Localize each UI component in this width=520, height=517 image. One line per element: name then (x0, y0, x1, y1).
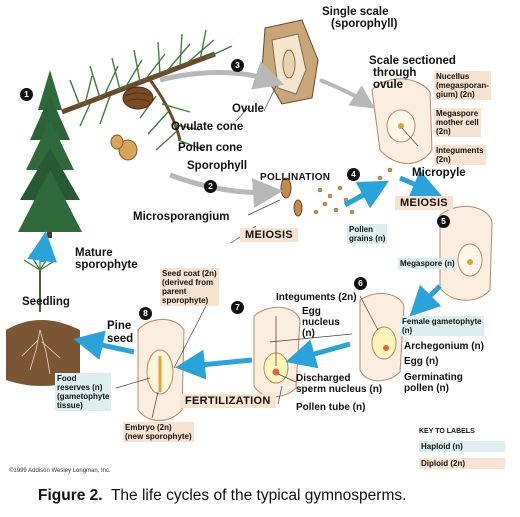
megaspore-box: Megaspore (n) (398, 258, 457, 269)
archegonium-label: Archegonium (n) (404, 341, 484, 352)
single-scale-illustration (261, 19, 319, 105)
sporophyll-paren-label: (sporophyll) (331, 18, 398, 30)
ovule-section-illustration (371, 78, 433, 164)
figure-caption: Figure 2. The life cycles of the typical… (38, 487, 406, 505)
pine-branch-illustration (61, 29, 233, 161)
step-8-badge: 8 (139, 307, 152, 320)
sporophyte-label: sporophyte (75, 259, 138, 271)
key-haploid: Haploid (n) (419, 441, 505, 452)
step-4-badge: 4 (347, 168, 360, 181)
discharged-sperm-label: Discharged sperm nucleus (n) (296, 373, 383, 395)
ovule2-label: ovule (373, 79, 404, 91)
egg-label: Egg (n) (404, 356, 439, 367)
arrow-meiosis (399, 170, 442, 198)
arrow-8 (73, 330, 135, 360)
micropyle-label: Micropyle (412, 167, 466, 179)
egg-nucleus-label: Egg nucleus (n) (302, 306, 340, 339)
seed-coat-box: Seed coat (2n) (derived from parent spor… (160, 268, 219, 306)
step-7-badge: 7 (231, 301, 244, 314)
step-3-badge: 3 (231, 59, 244, 72)
ovule-label: Ovule (232, 103, 264, 115)
arrow-4 (343, 180, 390, 209)
germinating-pollen-label: Germinating pollen (n) (404, 372, 463, 394)
copyright-text: ©1999 Addison Wesley Longman, Inc. (9, 468, 111, 474)
seed-label: seed (107, 333, 134, 345)
step-5-badge: 5 (437, 215, 450, 228)
arrow-scale (319, 78, 375, 109)
pine-seed-illustration (137, 319, 185, 421)
leader-lines (115, 85, 419, 419)
sporophyll-label: Sporophyll (187, 160, 248, 172)
step-1-badge: 1 (20, 88, 33, 101)
single-scale-label: Single scale (322, 6, 389, 18)
integuments-box: Integuments (2n) (434, 145, 486, 165)
megaspore-ovule-illustration (439, 205, 493, 301)
step-6-badge: 6 (354, 277, 367, 290)
ovulate-cone-label: Ovulate cone (171, 121, 244, 133)
fertilization-box: FERTILIZATION (180, 394, 276, 408)
meiosis-box-1: MEIOSIS (240, 228, 298, 242)
meiosis-box-2: MEIOSIS (395, 196, 453, 210)
pollen-tube-label: Pollen tube (n) (296, 402, 366, 413)
female-gametophyte-ovule-illustration (359, 292, 405, 382)
key-haploid-label: Haploid (n) (421, 442, 463, 451)
caption-text: The life cycles of the typical gymnosper… (102, 487, 407, 504)
pine-label: Pine (107, 320, 132, 332)
arrow-3 (159, 61, 285, 90)
microsporangium-label: Microsporangium (133, 211, 230, 223)
nucellus-box: Nucellus (megasporan- gium) (2n) (434, 71, 491, 100)
mature-label: Mature (75, 247, 113, 259)
embryo-box: Embryo (2n) (new sporophyte) (123, 422, 194, 442)
food-reserves-box: Food reserves (n) (gametophyte tissue) (55, 373, 112, 411)
pollen-grains-box: Pollen grains (n) (347, 224, 388, 244)
arrow-seedling (27, 231, 58, 263)
pollination-label: POLLINATION (260, 172, 331, 183)
female-gametophyte-box: Female gametophyte (n) (400, 316, 484, 336)
arrow-5 (409, 284, 442, 317)
key-diploid-label: Diploid (2n) (421, 459, 465, 468)
arrow-2 (169, 172, 283, 209)
sporophyll-illustration (280, 177, 303, 217)
seedling-label: Seedling (22, 296, 70, 308)
key-title: KEY TO LABELS (419, 428, 475, 435)
arrow-6 (285, 339, 351, 369)
pine-tree-illustration (18, 70, 82, 238)
scale-sectioned-label: Scale sectioned (369, 55, 456, 67)
step-2-badge: 2 (204, 180, 217, 193)
seedling-illustration (6, 252, 80, 386)
megaspore-mother-cell-box: Megaspore mother cell (2n) (434, 108, 481, 137)
integuments-top-label: Integuments (2n) (276, 292, 357, 303)
fertilization-ovule-illustration (253, 306, 301, 398)
arrow-7 (175, 349, 253, 380)
caption-figure-number: Figure 2. (38, 487, 103, 504)
pollen-cone-label: Pollen cone (178, 142, 243, 154)
key-diploid: Diploid (2n) (419, 458, 505, 469)
through-label: through (373, 67, 417, 79)
